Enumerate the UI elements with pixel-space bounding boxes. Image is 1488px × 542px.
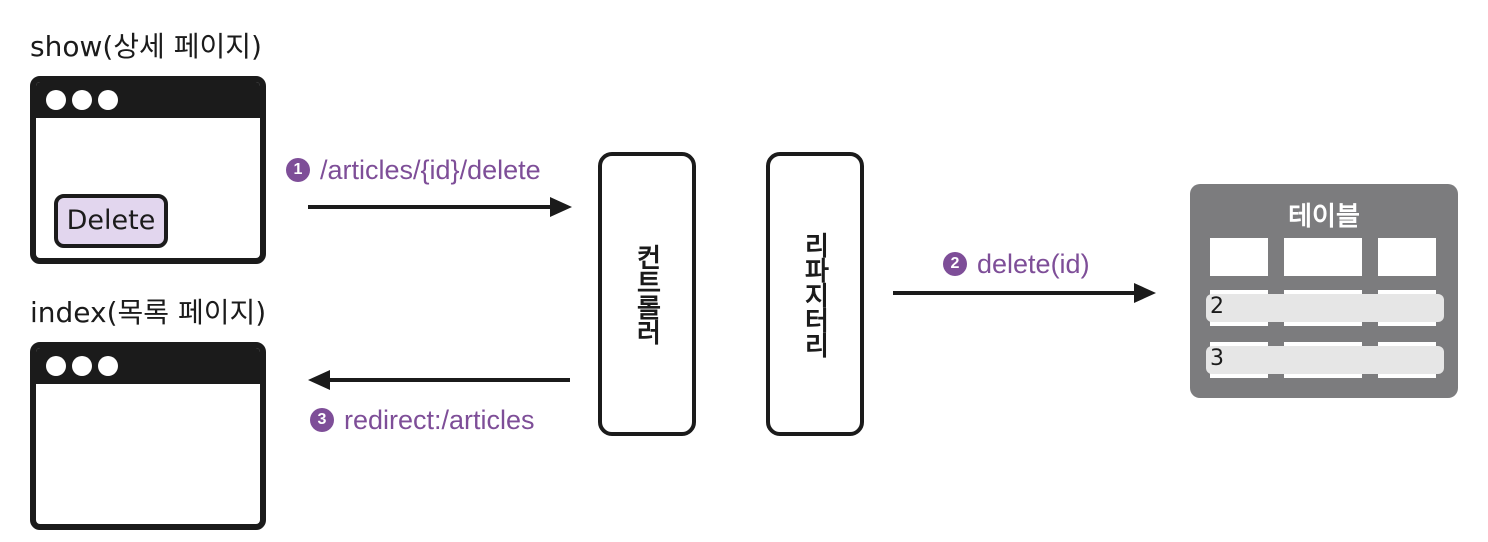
step-3-label: 3 redirect:/articles xyxy=(310,404,535,436)
row-id: 2 xyxy=(1210,294,1224,319)
table-header-cell xyxy=(1284,238,1362,276)
table-title: 테이블 xyxy=(1288,202,1360,232)
table-header-cell xyxy=(1378,238,1436,276)
index-page-title: index(목록 페이지) xyxy=(30,296,267,329)
step-1-text: /articles/{id}/delete xyxy=(320,155,541,185)
window-titlebar xyxy=(36,348,260,384)
window-control-dot xyxy=(46,356,66,376)
show-page-title: show(상세 페이지) xyxy=(30,30,262,63)
delete-button[interactable]: Delete xyxy=(54,194,168,248)
window-control-dot xyxy=(98,356,118,376)
repository-label: 리파지터리 xyxy=(799,231,830,357)
row-id: 3 xyxy=(1210,346,1224,371)
window-control-dot xyxy=(46,90,66,110)
window-titlebar xyxy=(36,82,260,118)
arrow-delete xyxy=(893,283,1156,303)
index-page-window xyxy=(30,342,266,530)
repository-box: 리파지터리 xyxy=(766,152,864,436)
step-3-text: redirect:/articles xyxy=(344,405,535,435)
window-control-dot xyxy=(72,90,92,110)
step-number-badge: 1 xyxy=(286,158,310,182)
arrow-request xyxy=(308,197,572,217)
table-row: 3 xyxy=(1206,346,1444,374)
window-control-dot xyxy=(98,90,118,110)
table-row: 2 xyxy=(1206,294,1444,322)
controller-box: 컨트롤러 xyxy=(598,152,696,436)
show-page-window: Delete xyxy=(30,76,266,264)
table-header-cell xyxy=(1210,238,1268,276)
step-number-badge: 2 xyxy=(943,252,967,276)
step-2-text: delete(id) xyxy=(977,249,1090,279)
step-1-label: 1 /articles/{id}/delete xyxy=(286,154,541,186)
step-2-label: 2 delete(id) xyxy=(943,248,1090,280)
step-number-badge: 3 xyxy=(310,408,334,432)
arrow-redirect xyxy=(308,370,570,390)
database-table: 테이블 2 3 xyxy=(1190,184,1458,398)
controller-label: 컨트롤러 xyxy=(631,244,662,344)
window-control-dot xyxy=(72,356,92,376)
